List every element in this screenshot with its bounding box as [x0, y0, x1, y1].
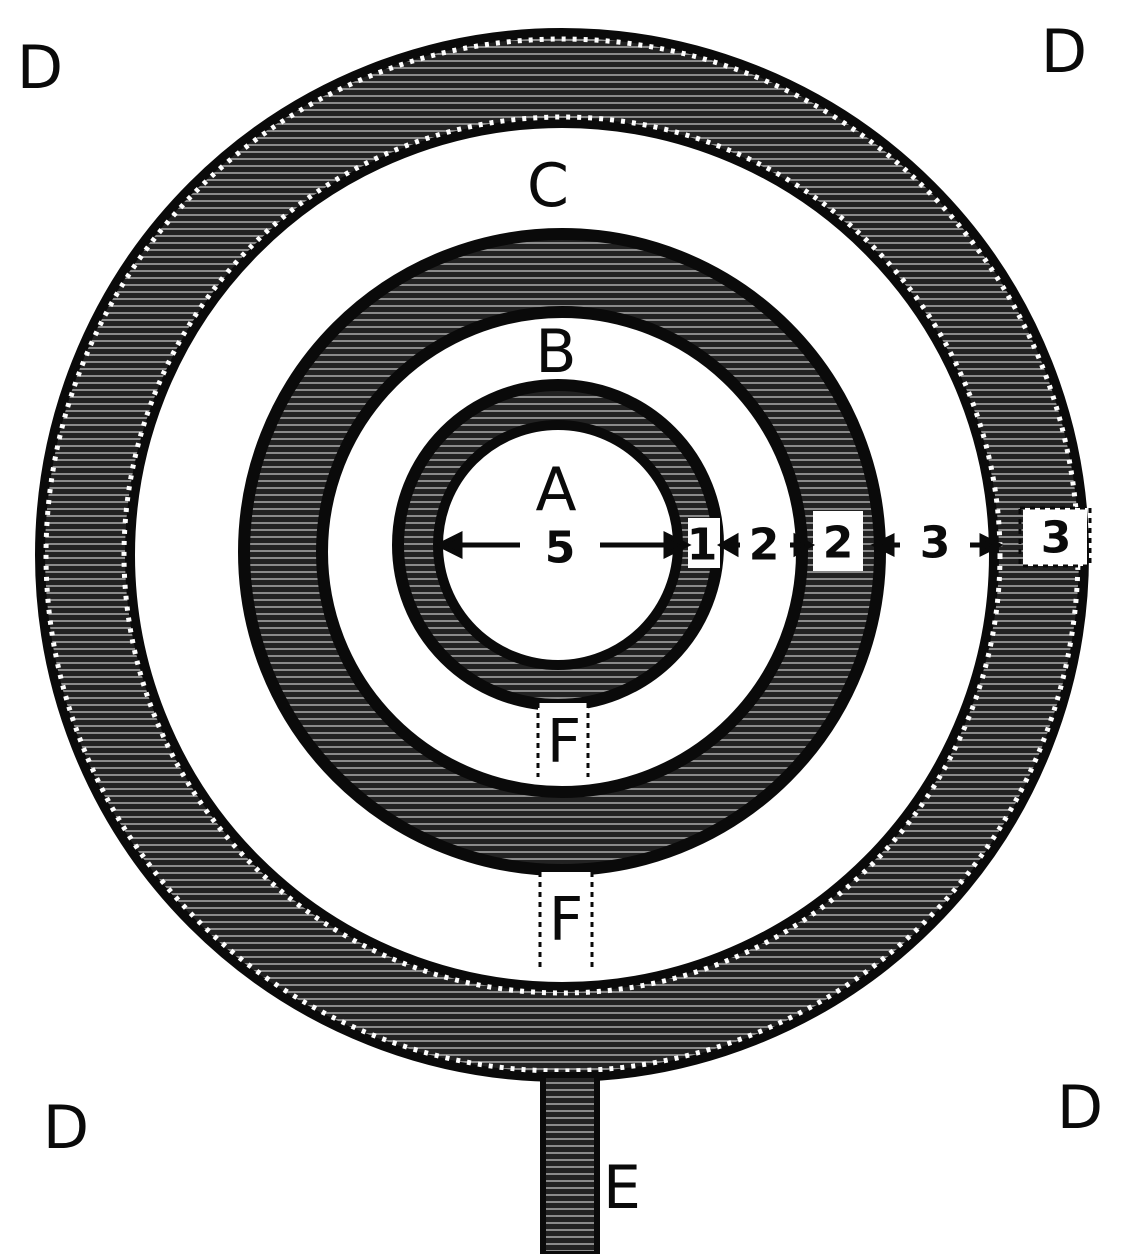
dimension-markers — [688, 506, 1092, 571]
label-passage-lower: F — [549, 885, 584, 955]
label-inner-circle: A — [535, 455, 576, 525]
label-inner-ring: B — [535, 317, 576, 387]
label-middle-space: C — [527, 151, 569, 221]
dim-outer-gap: 3 — [920, 518, 951, 569]
passage-upper — [536, 703, 590, 777]
label-corner-tr: D — [1041, 17, 1087, 87]
dim-outer-wall: 3 — [1041, 513, 1072, 564]
label-corner-tl: D — [17, 33, 63, 103]
dim-inner-wall: 1 — [687, 520, 718, 571]
dim-inner-diameter: 5 — [545, 523, 576, 574]
label-corner-br: D — [1057, 1073, 1103, 1143]
label-corner-bl: D — [43, 1093, 89, 1163]
label-entrance: E — [603, 1153, 641, 1223]
dim-middle-wall: 2 — [823, 518, 854, 569]
dimension-arrows — [434, 530, 1004, 560]
dim-inner-gap: 2 — [749, 520, 780, 571]
label-passage-upper: F — [547, 707, 582, 777]
entrance-passage — [540, 1072, 600, 1254]
passage-lower — [538, 872, 594, 968]
